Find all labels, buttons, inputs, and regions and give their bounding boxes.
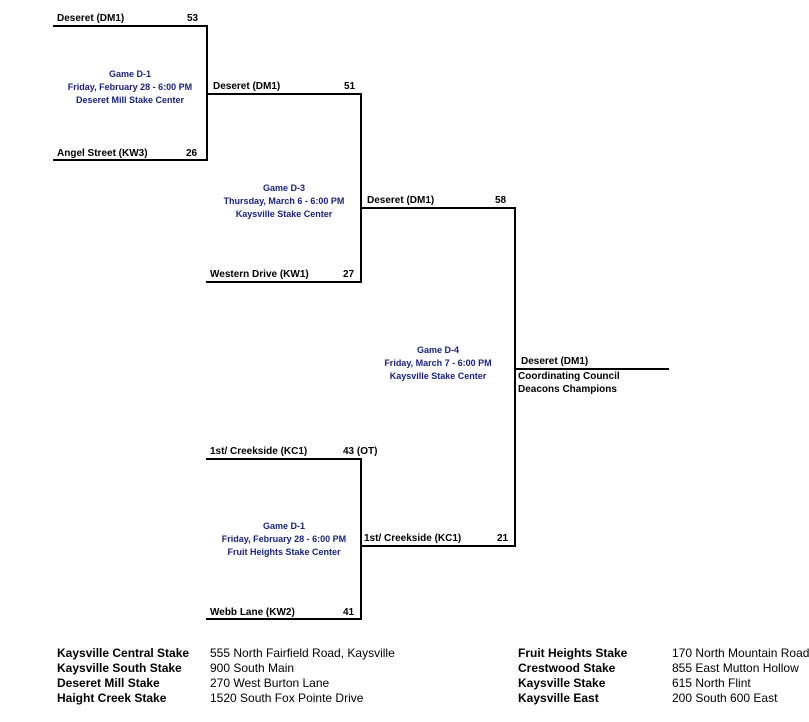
- bracket-line: [516, 368, 669, 370]
- game-venue: Kaysville Stake Center: [235, 209, 333, 219]
- game-venue: Deseret Mill Stake Center: [75, 95, 185, 105]
- bracket-line: [362, 207, 515, 209]
- team-name: Angel Street (KW3): [57, 148, 148, 159]
- location-address: 555 North Fairfield Road, Kaysville: [210, 646, 395, 660]
- team-score: 27: [343, 269, 355, 280]
- location-name: Kaysville East: [518, 691, 599, 705]
- team-score: 26: [186, 148, 198, 159]
- champion-caption: Coordinating Council Deacons Champions: [518, 370, 620, 396]
- game-info: Game D-3 Thursday, March 6 - 6:00 PM Kay…: [199, 182, 369, 221]
- bracket-line: [53, 159, 208, 161]
- location-address: 1520 South Fox Pointe Drive: [210, 691, 364, 705]
- team-name: 1st/ Creekside (KC1): [364, 533, 462, 544]
- bracket-line: [208, 93, 361, 95]
- location-address: 615 North Flint: [672, 676, 751, 690]
- game-info: Game D-1 Friday, February 28 - 6:00 PM D…: [45, 68, 215, 107]
- location-name: Kaysville Central Stake: [57, 646, 190, 660]
- team-name: Western Drive (KW1): [210, 269, 309, 280]
- team-score: 43 (OT): [343, 446, 378, 457]
- game-date: Thursday, March 6 - 6:00 PM: [223, 196, 345, 206]
- team-name: Deseret (DM1): [367, 195, 435, 206]
- location-name: Crestwood Stake: [518, 661, 616, 675]
- bracket-line: [206, 25, 208, 161]
- game-date: Friday, February 28 - 6:00 PM: [221, 534, 347, 544]
- game-date: Friday, March 7 - 6:00 PM: [384, 358, 492, 368]
- location-name: Haight Creek Stake: [57, 691, 167, 705]
- location-address: 200 South 600 East: [672, 691, 778, 705]
- location-name: Kaysville South Stake: [57, 661, 182, 675]
- team-score: 21: [497, 533, 509, 544]
- location-address: 855 East Mutton Hollow: [672, 661, 799, 675]
- bracket-line: [362, 545, 516, 547]
- bracket-line: [360, 93, 362, 283]
- game-label: Game D-3: [262, 183, 306, 193]
- game-label: Game D-4: [416, 345, 460, 355]
- team-score: 51: [344, 81, 356, 92]
- team-score: 53: [187, 13, 199, 24]
- location-name: Fruit Heights Stake: [518, 646, 628, 660]
- game-label: Game D-1: [108, 69, 152, 79]
- team-name: Deseret (DM1): [213, 81, 281, 92]
- bracket-line: [206, 618, 362, 620]
- team-name: 1st/ Creekside (KC1): [210, 446, 308, 457]
- bracket-line: [360, 458, 362, 620]
- team-name: Webb Lane (KW2): [210, 607, 295, 618]
- bracket-line: [206, 281, 362, 283]
- champion-name: Deseret (DM1): [521, 356, 589, 367]
- bracket-line: [206, 458, 362, 460]
- location-address: 170 North Mountain Road: [672, 646, 809, 660]
- team-score: 41: [343, 607, 355, 618]
- game-venue: Kaysville Stake Center: [389, 371, 487, 381]
- team-name: Deseret (DM1): [57, 13, 125, 24]
- bracket-line: [53, 25, 207, 27]
- game-label: Game D-1: [262, 521, 306, 531]
- team-score: 58: [495, 195, 507, 206]
- champion-caption-line2: Deacons Champions: [518, 384, 617, 395]
- game-date: Friday, February 28 - 6:00 PM: [67, 82, 193, 92]
- game-info: Game D-4 Friday, March 7 - 6:00 PM Kaysv…: [353, 344, 523, 383]
- location-name: Deseret Mill Stake: [57, 676, 160, 690]
- game-venue: Fruit Heights Stake Center: [227, 547, 341, 557]
- location-address: 900 South Main: [210, 661, 295, 675]
- location-address: 270 West Burton Lane: [210, 676, 330, 690]
- bracket-line: [514, 207, 516, 546]
- champion-caption-line1: Coordinating Council: [518, 371, 620, 382]
- game-info: Game D-1 Friday, February 28 - 6:00 PM F…: [199, 520, 369, 559]
- location-name: Kaysville Stake: [518, 676, 606, 690]
